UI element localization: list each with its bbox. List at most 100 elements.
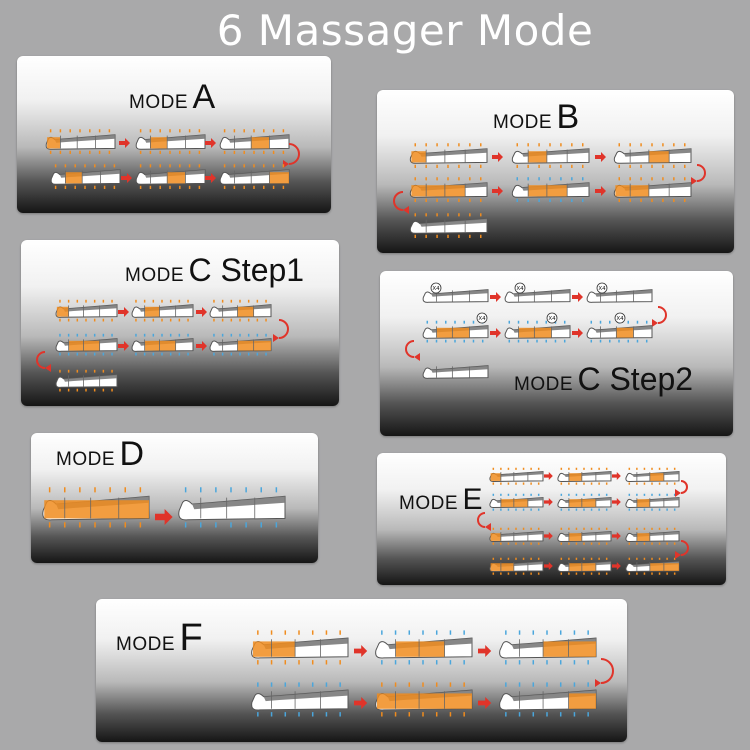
svg-text:X4: X4 (516, 286, 524, 292)
mode-a-card: MODE A (17, 56, 331, 213)
arrow-icon (492, 186, 503, 196)
mode-word: MODE (399, 493, 458, 514)
badge-x4: X4 (546, 312, 558, 324)
arrow-icon (544, 562, 553, 570)
leg-icon (409, 177, 488, 202)
mode-b-card: MODE B (377, 90, 734, 253)
mode-word: MODE (125, 265, 184, 286)
leg-icon (504, 289, 571, 303)
leg-icon (625, 493, 680, 511)
arrow-icon (196, 307, 207, 317)
leg-icon (55, 369, 118, 392)
arrow-icon (354, 645, 368, 657)
loop-arrow-icon (283, 143, 300, 168)
leg-icon (375, 630, 473, 665)
leg-icon (209, 333, 272, 356)
mode-f-label: MODE F (116, 617, 203, 660)
leg-icon (422, 365, 489, 379)
leg-icon (422, 289, 489, 303)
mode-letter: C Step1 (188, 252, 305, 288)
leg-icon (613, 143, 692, 168)
leg-icon (55, 299, 118, 322)
mode-c-step2-label: MODE C Step2 (514, 361, 693, 398)
arrow-icon (612, 498, 621, 506)
leg-icon (504, 320, 571, 343)
arrow-icon (612, 472, 621, 480)
leg-icon (625, 527, 680, 545)
leg-icon (409, 213, 488, 238)
leg-icon (131, 299, 194, 322)
arrow-icon (478, 645, 492, 657)
loop-arrow-icon (273, 319, 289, 342)
arrow-icon (572, 292, 583, 302)
mode-d-label: MODE D (56, 435, 144, 474)
arrow-icon (544, 532, 553, 540)
arrow-icon (354, 697, 368, 709)
mode-a-label: MODE A (129, 78, 215, 117)
arrow-icon (155, 509, 173, 525)
mode-f-card: MODE F (96, 599, 627, 742)
badge-x4: X4 (514, 282, 526, 294)
leg-icon (42, 487, 150, 528)
svg-text:X4: X4 (432, 286, 440, 292)
leg-icon (375, 682, 473, 717)
mode-c-step1-card: MODE C Step1 (21, 240, 339, 406)
svg-text:X4: X4 (548, 316, 556, 322)
mode-d-diagram (42, 487, 286, 528)
badge-x4: X4 (614, 312, 626, 324)
leg-icon (251, 682, 349, 717)
mode-letter: F (179, 617, 203, 659)
arrow-icon (490, 328, 501, 338)
leg-icon (489, 527, 544, 545)
loop-arrow-icon (675, 540, 689, 559)
mode-c-step1-label: MODE C Step1 (125, 252, 304, 289)
arrow-icon (490, 292, 501, 302)
mode-letter: E (462, 483, 483, 516)
leg-icon (499, 630, 597, 665)
leg-icon (135, 129, 206, 154)
mode-e-card: MODE E (377, 453, 726, 585)
mode-word: MODE (56, 449, 115, 470)
leg-icon (557, 527, 612, 545)
mode-letter: B (556, 98, 580, 136)
leg-icon (511, 177, 590, 202)
arrow-icon (612, 562, 621, 570)
leg-icon (489, 557, 544, 575)
loop-arrow-icon (595, 658, 614, 687)
arrow-icon (595, 152, 606, 162)
leg-icon (613, 177, 692, 202)
leg-icon (499, 682, 597, 717)
leg-icon (586, 289, 653, 303)
mode-a-diagram (45, 129, 300, 189)
mode-e-label: MODE E (399, 483, 482, 517)
leg-icon (422, 320, 489, 343)
leg-icon (557, 493, 612, 511)
mode-word: MODE (116, 634, 175, 655)
loop-arrow-icon (675, 480, 688, 497)
mode-letter: C Step2 (577, 361, 694, 397)
leg-icon (489, 467, 544, 485)
mode-c-step1-diagram (36, 299, 289, 392)
loop-arrow-icon (393, 191, 409, 214)
leg-icon (489, 493, 544, 511)
arrow-icon (492, 152, 503, 162)
leg-icon (131, 333, 194, 356)
arrow-icon (612, 532, 621, 540)
svg-text:X4: X4 (598, 286, 606, 292)
arrow-icon (118, 341, 129, 351)
arrow-icon (544, 498, 553, 506)
arrow-icon (544, 472, 553, 480)
leg-icon (219, 164, 290, 189)
badge-x4: X4 (476, 312, 488, 324)
leg-icon (55, 333, 118, 356)
arrow-icon (595, 186, 606, 196)
badge-x4: X4 (430, 282, 442, 294)
loop-arrow-icon (691, 164, 706, 185)
svg-text:X4: X4 (478, 316, 486, 322)
arrow-icon (121, 173, 132, 183)
arrow-icon (572, 328, 583, 338)
arrow-icon (205, 173, 216, 183)
mode-letter: A (192, 78, 216, 116)
